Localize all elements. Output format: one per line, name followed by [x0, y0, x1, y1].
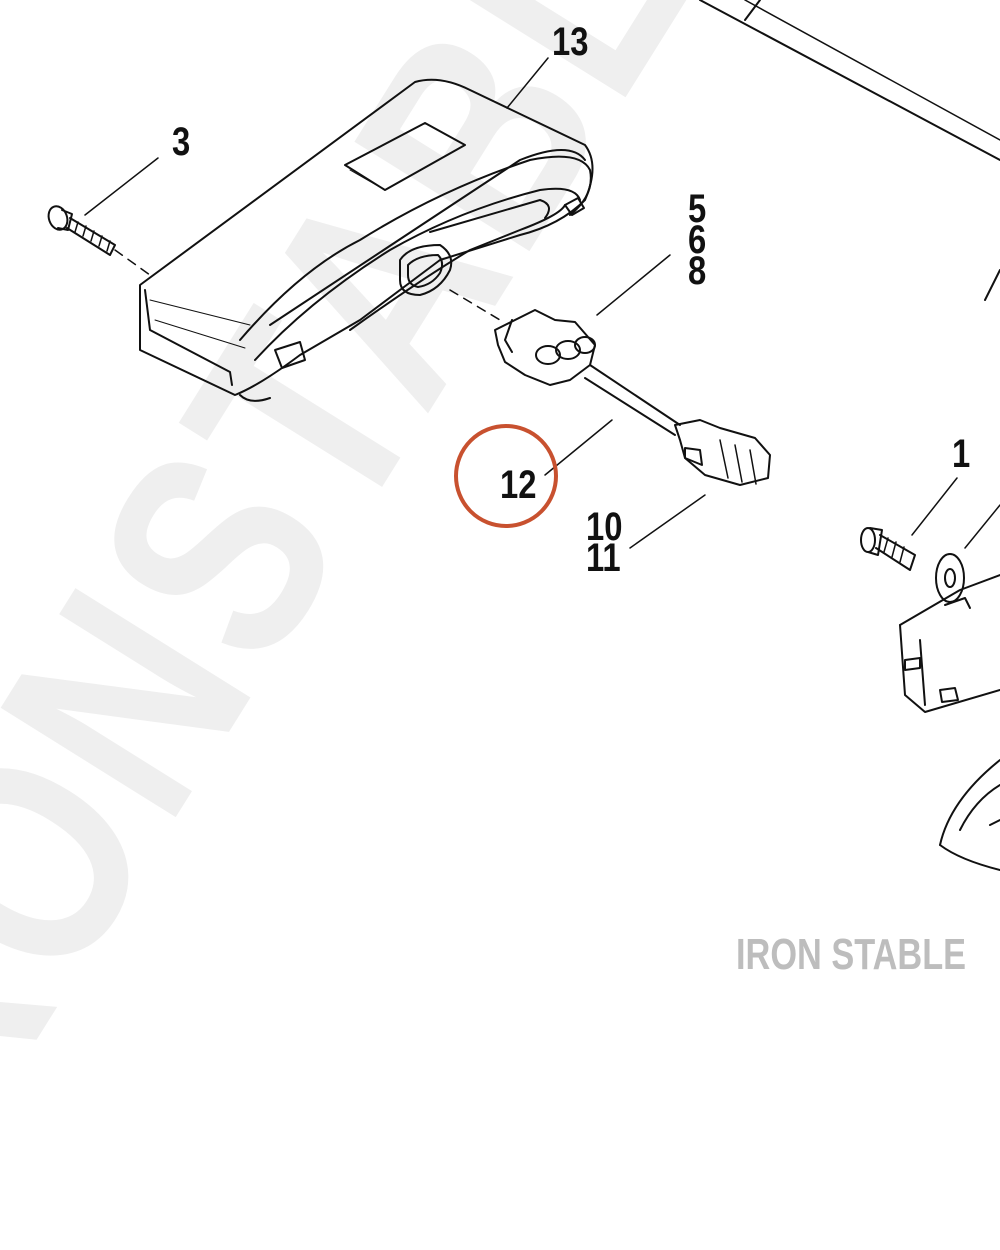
mounting-bracket [899, 574, 1000, 871]
screw-3 [47, 205, 116, 256]
callout-3: 3 [172, 120, 191, 164]
callout-1: 1 [952, 432, 971, 476]
screw-1-and-washer [860, 527, 965, 603]
callout-group-10-11: 10 11 [586, 505, 623, 581]
callout-10: 10 [586, 505, 623, 549]
center-lines [114, 249, 501, 321]
highlight-ring [454, 424, 558, 528]
callout-8: 8 [688, 249, 707, 294]
callout-12: 12 [500, 463, 537, 507]
wiring-harness [494, 309, 771, 486]
tail-lamp-housing [139, 78, 594, 402]
callout-5: 5 [688, 187, 707, 231]
brand-logo-text: IRON STABLE [736, 930, 967, 979]
frame-rail [699, 0, 1000, 301]
callout-13: 13 [552, 20, 589, 64]
callout-group-5-6-8: 5 6 8 [688, 187, 707, 294]
exploded-parts-diagram [47, 0, 1000, 871]
callout-11: 11 [586, 536, 621, 581]
leader-lines [84, 57, 1000, 549]
callout-6: 6 [688, 218, 707, 263]
